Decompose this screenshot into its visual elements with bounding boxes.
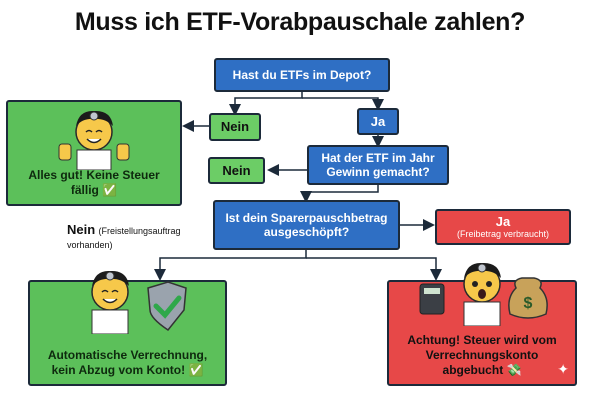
question-etf-profit: Hat der ETF im Jahr Gewinn gemacht? <box>307 145 449 185</box>
question-etf-profit-label: Hat der ETF im Jahr Gewinn gemacht? <box>321 150 435 179</box>
question-etfs-in-depot: Hast du ETFs im Depot? <box>214 58 390 92</box>
doctor-shield-check-icon <box>90 270 187 334</box>
result-auto-offset-text: Automatische Verrechnung, kein Abzug vom… <box>47 348 208 377</box>
answer-no-etfs: Nein <box>209 113 261 141</box>
answer-yes-etfs: Ja <box>357 108 399 135</box>
answer-yes-allowance: Ja (Freibetrag verbraucht) <box>435 209 571 245</box>
answer-no-allowance: Nein (Freistellungsauftrag vorhanden) <box>67 222 212 252</box>
question-allowance-used: Ist dein Sparerpauschbetrag ausgeschöpft… <box>213 200 400 250</box>
answer-no-allowance-note: (Freistellungsauftrag vorhanden) <box>67 226 181 250</box>
answer-no-allowance-label: Nein <box>67 222 96 237</box>
doctor-thumbs-up-icon <box>58 110 130 170</box>
answer-no-etfs-label: Nein <box>220 119 250 135</box>
question-allowance-used-label: Ist dein Sparerpauschbetrag ausgeschöpft… <box>225 210 388 239</box>
result-no-tax-text: Alles gut! Keine Steuer fällig ✅ <box>28 168 160 197</box>
answer-no-profit: Nein <box>208 157 265 184</box>
svg-text:$: $ <box>524 295 533 312</box>
doctor-calculator-moneybag-icon: $ <box>419 262 548 326</box>
page-title: Muss ich ETF-Vorabpauschale zahlen? <box>74 8 526 36</box>
result-tax-debited: $ Achtung! Steuer wird vom Verrechnungsk… <box>387 262 577 386</box>
question-etfs-in-depot-label: Hast du ETFs im Depot? <box>232 67 372 82</box>
result-auto-offset: Automatische Verrechnung, kein Abzug vom… <box>28 270 227 386</box>
sparkle-icon: ✦ <box>557 361 569 378</box>
answer-yes-allowance-label: Ja <box>495 213 511 229</box>
result-tax-debited-text: Achtung! Steuer wird vom Verrechnungskon… <box>407 333 557 377</box>
result-no-tax: Alles gut! Keine Steuer fällig ✅ <box>6 100 182 206</box>
answer-yes-etfs-label: Ja <box>370 113 386 129</box>
answer-no-profit-label: Nein <box>222 162 251 178</box>
answer-yes-allowance-note: (Freibetrag verbraucht) <box>456 229 550 240</box>
